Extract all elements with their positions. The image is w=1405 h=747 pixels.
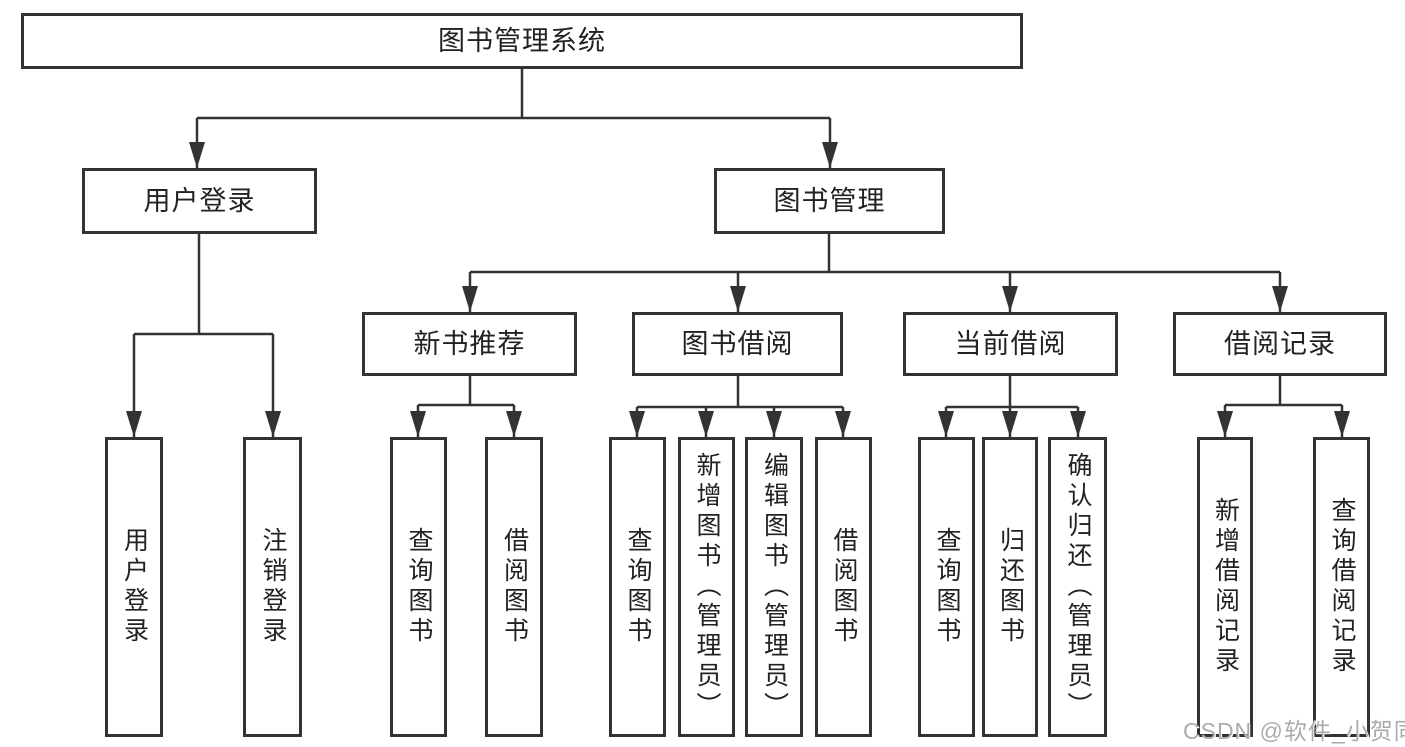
node-user-login: 用户登录: [82, 168, 317, 234]
node-new-book-recommend: 新书推荐: [362, 312, 577, 376]
node-book-borrow: 图书借阅: [632, 312, 843, 376]
node-root-label: 图书管理系统: [438, 25, 606, 56]
leaf-borrow-borrow-book-label: 借阅图书: [830, 527, 858, 647]
node-book-management: 图书管理: [714, 168, 945, 234]
connector-current-borrow-to-leaves: [938, 376, 1086, 437]
leaf-edit-book-admin: 编辑图书（管理员）: [745, 437, 803, 737]
connector-book-borrow-to-leaves: [629, 376, 851, 437]
leaf-query-borrow-record-label: 查询借阅记录: [1328, 497, 1356, 677]
leaf-newbooks-query-book: 查询图书: [390, 437, 447, 737]
node-new-book-recommend-label: 新书推荐: [413, 328, 526, 359]
leaf-current-query-book-label: 查询图书: [933, 527, 961, 647]
leaf-confirm-return-admin: 确认归还（管理员）: [1048, 437, 1107, 737]
leaf-logout: 注销登录: [243, 437, 302, 737]
leaf-borrow-query-book: 查询图书: [609, 437, 666, 737]
node-user-login-label: 用户登录: [143, 185, 256, 216]
node-borrow-records: 借阅记录: [1173, 312, 1387, 376]
csdn-watermark: CSDN @软件_小贺同学: [1183, 718, 1405, 744]
leaf-add-book-admin-label: 新增图书（管理员）: [693, 452, 721, 722]
node-book-borrow-label: 图书借阅: [681, 328, 794, 359]
node-book-management-label: 图书管理: [773, 185, 886, 216]
leaf-query-borrow-record: 查询借阅记录: [1313, 437, 1370, 737]
connector-borrow-records-to-leaves: [1217, 376, 1350, 437]
leaf-logout-label: 注销登录: [259, 527, 287, 647]
connector-new-book-recommend-to-leaves: [410, 376, 522, 437]
node-current-borrow-label: 当前借阅: [954, 328, 1067, 359]
leaf-user-login: 用户登录: [105, 437, 163, 737]
leaf-current-query-book: 查询图书: [918, 437, 975, 737]
leaf-edit-book-admin-label: 编辑图书（管理员）: [760, 452, 789, 722]
leaf-user-login-label: 用户登录: [120, 527, 149, 647]
connector-book-management-to-level3: [462, 234, 1288, 312]
leaf-add-borrow-record: 新增借阅记录: [1197, 437, 1253, 737]
leaf-confirm-return-admin-label: 确认归还（管理员）: [1064, 452, 1092, 722]
leaf-return-book-label: 归还图书: [996, 527, 1025, 647]
leaf-borrow-query-book-label: 查询图书: [624, 527, 652, 647]
leaf-newbooks-borrow-book: 借阅图书: [485, 437, 543, 737]
leaf-newbooks-borrow-book-label: 借阅图书: [500, 527, 529, 647]
node-current-borrow: 当前借阅: [903, 312, 1118, 376]
connector-user-login-to-leaves: [126, 234, 281, 437]
leaf-newbooks-query-book-label: 查询图书: [405, 527, 433, 647]
node-root: 图书管理系统: [21, 13, 1023, 69]
leaf-return-book: 归还图书: [982, 437, 1038, 737]
connector-root-to-level2: [189, 69, 838, 168]
leaf-borrow-borrow-book: 借阅图书: [815, 437, 872, 737]
node-borrow-records-label: 借阅记录: [1224, 328, 1336, 359]
leaf-add-borrow-record-label: 新增借阅记录: [1211, 497, 1240, 677]
leaf-add-book-admin: 新增图书（管理员）: [678, 437, 735, 737]
